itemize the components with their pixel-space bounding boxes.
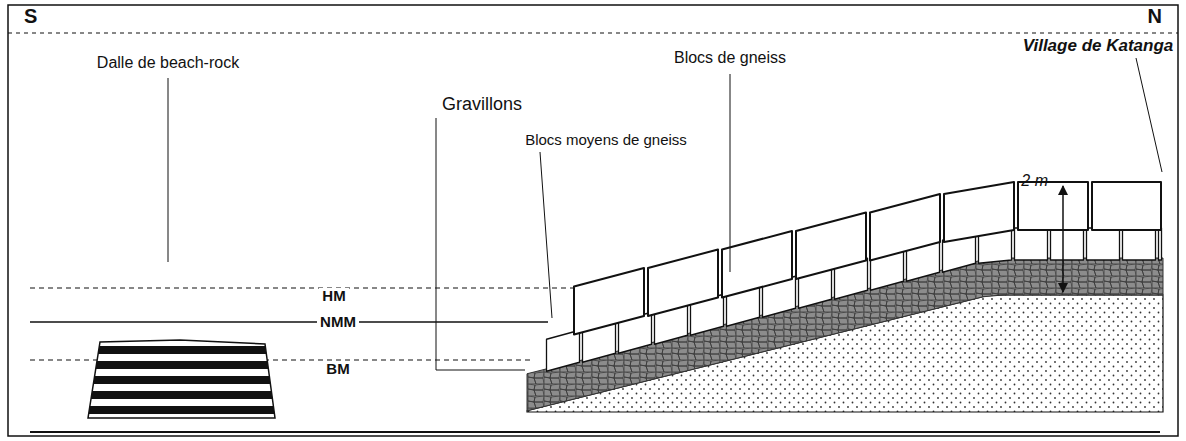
leader-line (168, 78, 169, 262)
leader-line (436, 118, 525, 370)
leader-line (1136, 58, 1162, 172)
top-dashed-line (8, 32, 1178, 33)
label: N (1148, 5, 1162, 27)
label: Village de Katanga (1023, 37, 1174, 56)
label: BM (323, 361, 352, 378)
label: HM (319, 288, 348, 305)
dimension-arrow (1062, 186, 1064, 292)
ground-line (30, 431, 1160, 433)
leader-line (540, 152, 552, 318)
label: NMM (317, 314, 359, 331)
label: 2 m (1021, 172, 1048, 190)
hm-line (30, 287, 575, 288)
beach-rock-slab (80, 340, 280, 418)
nmm-line (30, 321, 548, 322)
label: S (24, 5, 37, 27)
label: Gravillons (442, 95, 522, 115)
frame (8, 5, 1178, 436)
leader-line (730, 74, 731, 272)
gravel-layer (527, 258, 1163, 411)
label: Blocs de gneiss (674, 49, 786, 67)
label: Blocs moyens de gneiss (525, 132, 687, 149)
gneiss-blocks (574, 182, 1161, 335)
label: Dalle de beach-rock (97, 54, 239, 72)
